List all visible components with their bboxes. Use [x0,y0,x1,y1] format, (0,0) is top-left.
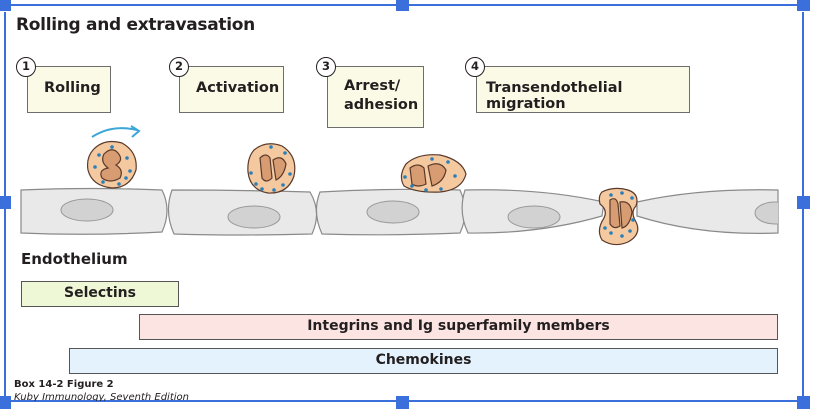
figure-source: Kuby Immunology, Seventh Edition [14,392,189,401]
arrow-head-icon [130,125,141,138]
figure-reference: Box 14-2 Figure 2 [14,379,114,390]
resize-handle-bottom-left[interactable] [0,396,11,409]
resize-handle-top-left[interactable] [0,0,11,11]
step-number-badge: 3 [316,57,336,77]
endothelial-cell [636,189,779,234]
leukocyte-arrest [400,154,467,193]
step-number-badge: 4 [465,57,485,77]
bar-integrins-ig-superfamily: Integrins and Ig superfamily members [139,314,778,340]
rolling-arrow-icon [91,127,138,138]
step-label: Activation [196,80,280,96]
step-box-transendothelial-migration: Transendothelial migration [476,66,690,113]
endothelial-nucleus [507,205,561,229]
leukocyte-activation [247,143,296,194]
step-label: Transendothelial migration [486,80,623,112]
resize-handle-middle-left[interactable] [0,196,11,209]
step-box-rolling: Rolling [27,66,111,113]
step-label-line2: adhesion [344,97,419,113]
step-number-badge: 2 [169,57,189,77]
step-label-line1: Arrest/ [344,78,401,94]
endothelial-nuclei [60,198,778,229]
resize-handle-top-center[interactable] [396,0,409,11]
bar-chemokines: Chemokines [69,348,778,374]
step-number-badge: 1 [16,57,36,77]
resize-handle-top-right[interactable] [797,0,810,11]
leukocyte-migrating [598,187,639,246]
step-box-arrest-adhesion: Arrest/ adhesion [327,66,424,128]
leukocyte-rolling [86,140,137,189]
resize-handle-bottom-right[interactable] [797,396,810,409]
step-box-activation: Activation [179,66,284,113]
resize-handle-middle-right[interactable] [797,196,810,209]
endothelial-nucleus [60,198,114,222]
endothelial-nucleus [754,201,778,225]
step-label: Rolling [44,80,101,96]
endothelial-nucleus [366,200,420,224]
resize-handle-bottom-center[interactable] [396,396,409,409]
endothelium-label: Endothelium [21,250,128,268]
endothelial-nucleus [227,205,281,229]
figure-title: Rolling and extravasation [16,15,255,35]
bar-selectins: Selectins [21,281,179,307]
